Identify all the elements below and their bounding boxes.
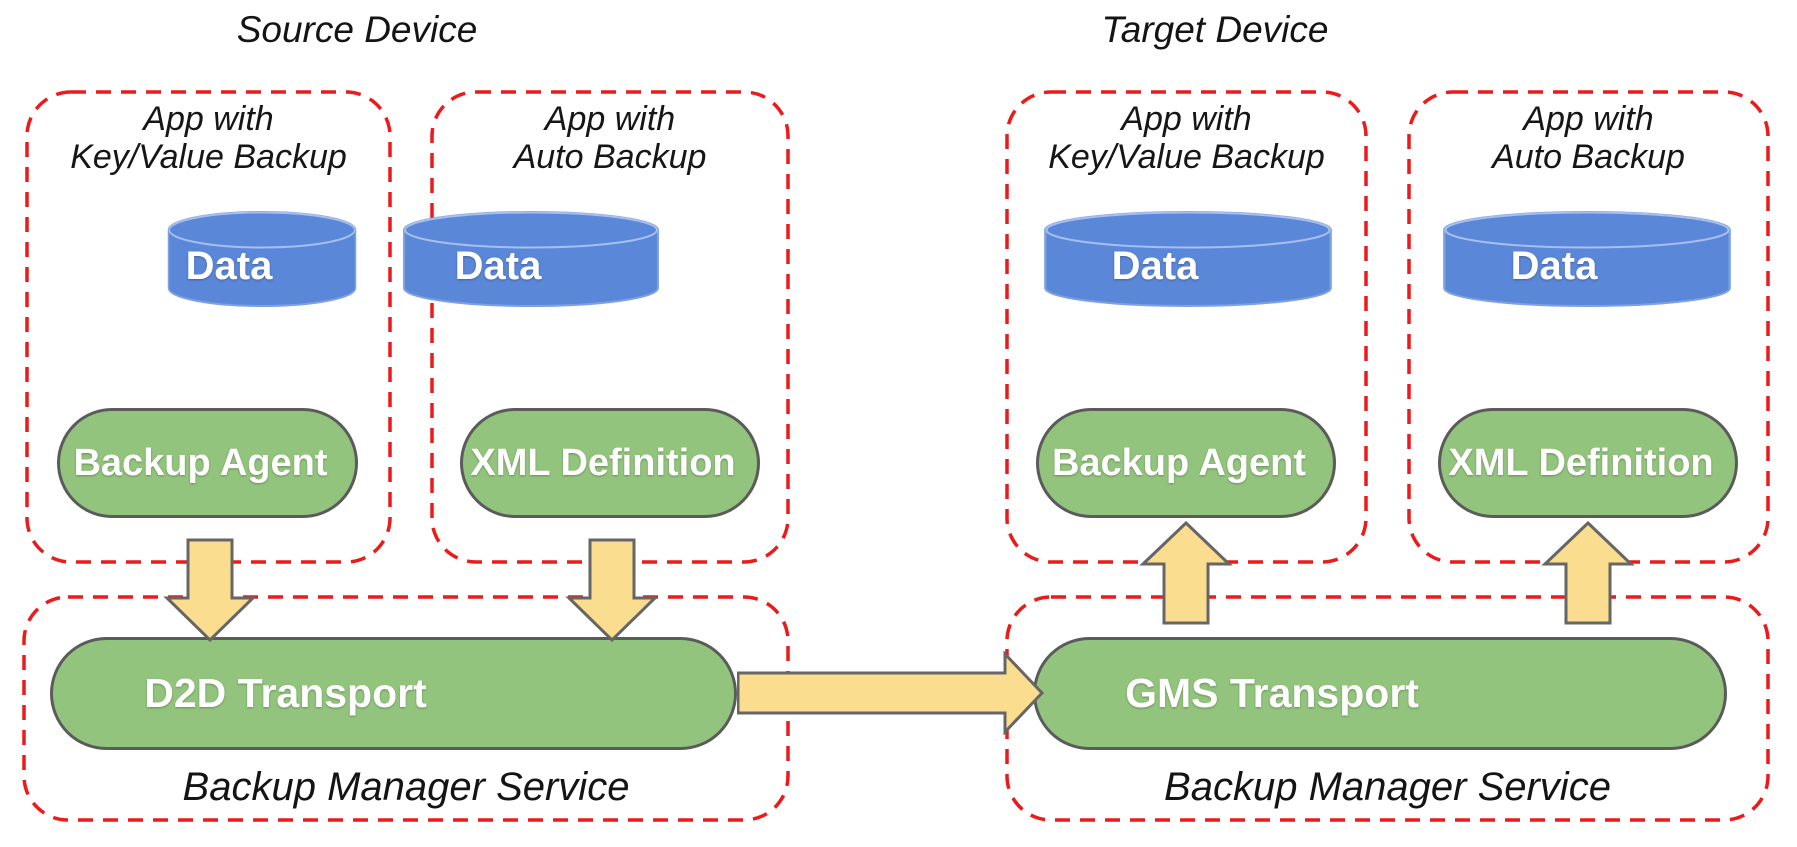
app-title-line2: Auto Backup <box>1492 138 1685 176</box>
gms-transport-pill: GMS Transport <box>1033 637 1727 750</box>
app-title: App with Auto Backup <box>430 100 790 176</box>
app-title: App with Auto Backup <box>1407 100 1770 176</box>
data-label: Data <box>1510 243 1598 288</box>
dashed-border <box>430 90 790 564</box>
app-title-line1: App with <box>1523 100 1654 138</box>
target-xml-definition-pill: XML Definition <box>1438 408 1738 518</box>
app-title-line1: App with <box>544 100 676 138</box>
data-label: Data <box>185 243 273 288</box>
target-device-title: Target Device <box>1101 9 1329 50</box>
arrow-up-gms-to-backup-agent-icon <box>1136 521 1236 625</box>
app-title-line1: App with <box>143 100 274 138</box>
app-title-line1: App with <box>1121 100 1252 138</box>
data-label: Data <box>454 243 542 288</box>
database-cylinder-icon <box>1044 211 1332 307</box>
target-auto-data-cylinder: Data <box>1442 210 1732 308</box>
app-title: App with Key/Value Backup <box>1005 100 1368 176</box>
arrow-up-gms-to-xml-definition-icon <box>1538 521 1638 625</box>
database-cylinder-icon <box>1443 211 1731 307</box>
target-backup-agent-pill: Backup Agent <box>1036 408 1336 518</box>
source-app-box-auto: App with Auto Backup <box>430 90 790 564</box>
arrow-down-xml-definition-to-d2d-icon <box>562 538 662 642</box>
d2d-transport-pill: D2D Transport <box>50 637 737 750</box>
app-title-line2: Key/Value Backup <box>70 138 347 176</box>
source-xml-definition-pill: XML Definition <box>460 408 760 518</box>
data-label: Data <box>1111 243 1199 288</box>
target-backup-manager-service-label: Backup Manager Service <box>1164 764 1611 809</box>
target-keyvalue-data-cylinder: Data <box>1043 210 1333 308</box>
app-title-line2: Key/Value Backup <box>1048 138 1325 176</box>
app-title: App with Key/Value Backup <box>25 100 392 176</box>
database-cylinder-icon <box>167 211 357 307</box>
source-keyvalue-data-cylinder: Data <box>167 210 357 308</box>
arrow-right-d2d-to-gms-icon <box>737 651 1045 735</box>
arrow-down-backup-agent-to-d2d-icon <box>160 538 260 642</box>
source-backup-agent-pill: Backup Agent <box>57 408 358 518</box>
source-device-title: Source Device <box>236 9 478 50</box>
database-cylinder-icon <box>403 211 659 307</box>
app-title-line2: Auto Backup <box>513 138 707 176</box>
source-backup-manager-service-label: Backup Manager Service <box>182 764 630 809</box>
source-auto-data-cylinder: Data <box>402 210 660 308</box>
